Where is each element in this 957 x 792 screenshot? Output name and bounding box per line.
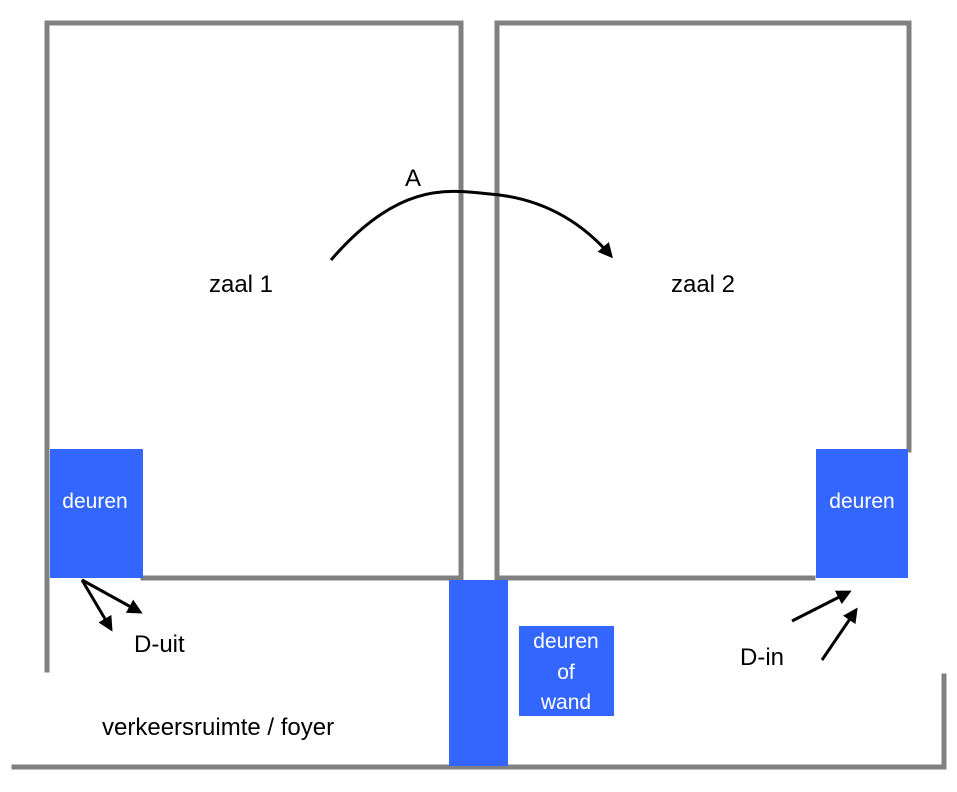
room2-walls <box>494 20 912 581</box>
flow-a-label: A <box>405 165 421 192</box>
middle-label-block <box>519 626 614 716</box>
exit-arrow-2 <box>81 578 143 614</box>
room2-label: zaal 2 <box>671 271 735 298</box>
entry-arrow-2 <box>820 607 858 661</box>
middle-door-block <box>449 580 508 766</box>
entry-arrow-1 <box>791 590 852 623</box>
corridor-label: verkeersruimte / foyer <box>102 714 334 741</box>
middle-label-line2: of <box>557 661 575 684</box>
left-door-block <box>50 449 143 578</box>
right-door-label: deuren <box>829 490 894 513</box>
middle-label-line3: wand <box>540 691 591 714</box>
exit-label: D-uit <box>134 631 185 658</box>
middle-label-line1: deuren <box>533 630 598 653</box>
entry-label: D-in <box>740 644 784 671</box>
exit-arrow-1 <box>80 579 113 632</box>
corridor-walls <box>11 673 947 770</box>
room1-walls <box>44 20 464 673</box>
room1-label: zaal 1 <box>209 271 273 298</box>
right-door-block <box>816 449 908 578</box>
left-door-label: deuren <box>62 490 127 513</box>
flow-a-arrow <box>329 189 613 261</box>
